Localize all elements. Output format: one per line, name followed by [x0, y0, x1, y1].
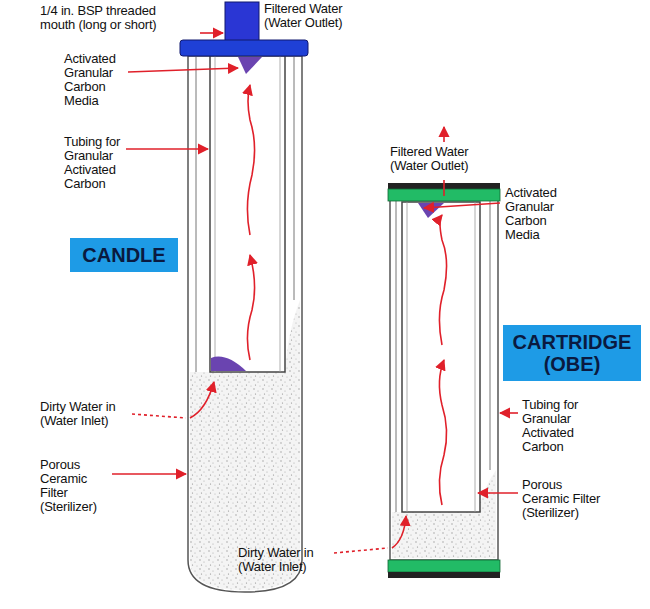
cartridge-filter	[388, 127, 500, 578]
part-label: Porous Ceramic Filter (Sterilizer)	[40, 458, 112, 514]
part-label: Filtered Water (Water Outlet)	[390, 145, 490, 173]
title-box: CARTRIDGE (OBE)	[503, 325, 641, 381]
part-label: Activated Granular Carbon Media	[64, 52, 130, 108]
title-box: CANDLE	[70, 238, 178, 272]
box-title: CARTRIDGE (OBE)	[511, 331, 633, 375]
part-label: Tubing for Granular Activated Carbon	[64, 135, 130, 191]
part-label: 1/4 in. BSP threaded mouth (long or shor…	[40, 4, 190, 32]
part-label: Dirty Water in (Water Inlet)	[40, 400, 140, 428]
part-label: Dirty Water in (Water Inlet)	[238, 546, 338, 574]
candle-filter	[180, 2, 308, 592]
part-label: Activated Granular Carbon Media	[505, 186, 575, 242]
part-label: Filtered Water (Water Outlet)	[264, 2, 364, 30]
leader-lines	[112, 33, 518, 553]
part-label: Porous Ceramic Filter (Sterilizer)	[522, 478, 602, 520]
part-label: Tubing for Granular Activated Carbon	[522, 398, 602, 454]
box-title: CANDLE	[78, 244, 170, 266]
